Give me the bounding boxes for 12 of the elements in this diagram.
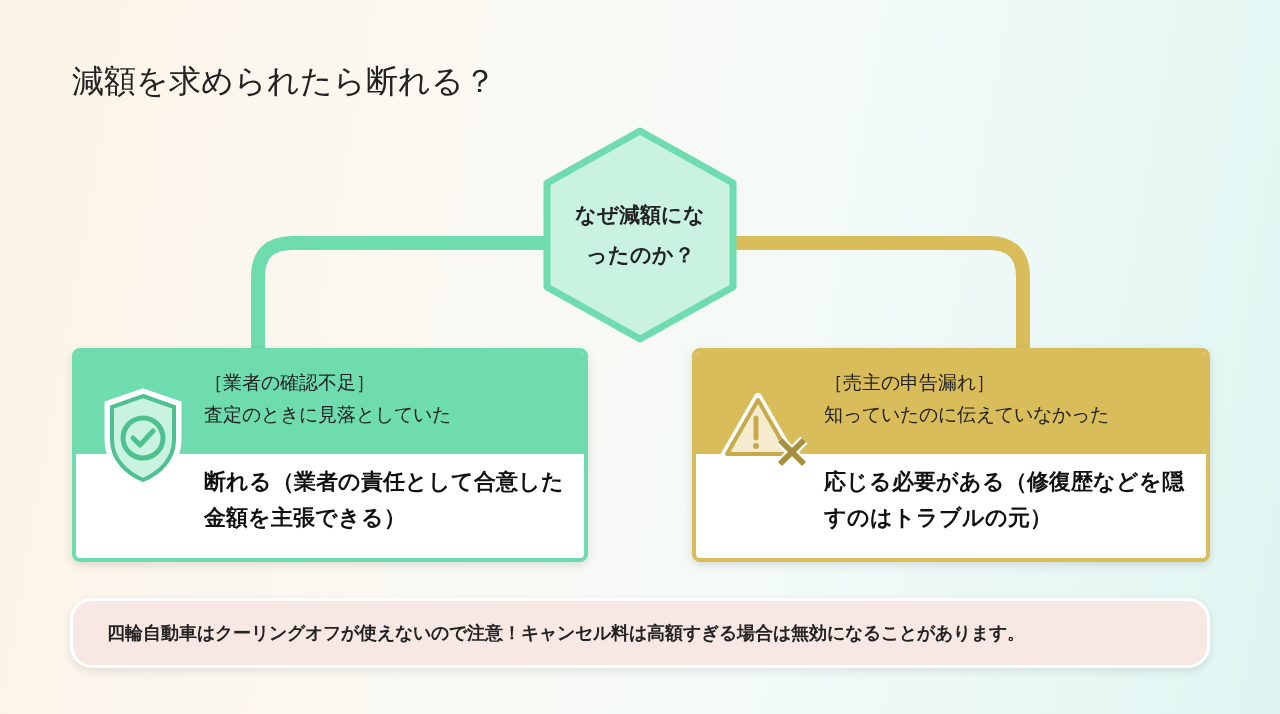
result-card — [72, 348, 588, 562]
case-description: 査定のときに見落としていた — [204, 402, 451, 427]
verdict-text: 応じる必要がある（修復歴などを隠すのはトラブルの元） — [824, 468, 1184, 532]
slide-title: 減額を求められたら断れる？ — [72, 61, 496, 102]
result-card — [692, 348, 1210, 562]
question-text: なぜ減額になったのか？ — [574, 202, 706, 269]
verdict-text: 断れる（業者の責任として合意した金額を主張できる） — [204, 468, 564, 532]
case-heading: ［業者の確認不足］ — [204, 370, 375, 395]
note-text: 四輪自動車はクーリングオフが使えないので注意！キャンセル料は高額すぎる場合は無効になることがあります。 — [107, 621, 1025, 645]
note-banner — [70, 598, 1210, 668]
case-heading: ［売主の申告漏れ］ — [824, 370, 995, 395]
case-description: 知っていたのに伝えていなかった — [824, 402, 1109, 427]
